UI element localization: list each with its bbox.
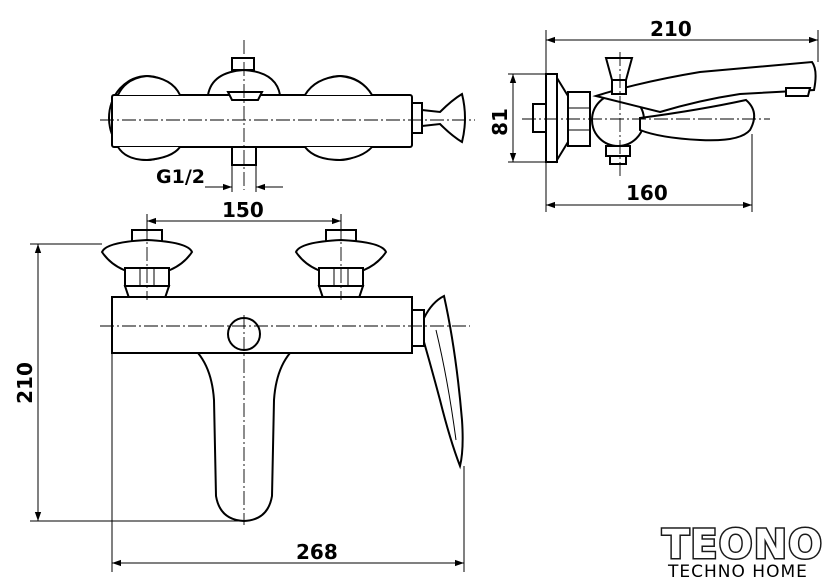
top-view-lever bbox=[421, 92, 466, 144]
front-view bbox=[30, 214, 470, 572]
dim-overall-height: 210 bbox=[13, 362, 37, 404]
top-view-body bbox=[111, 94, 413, 148]
svg-text:TECHNO HOME: TECHNO HOME bbox=[667, 562, 808, 582]
side-view-lever bbox=[639, 98, 756, 142]
teono-logo: TEONO TECHNO HOME bbox=[661, 521, 824, 583]
front-view-lever bbox=[423, 294, 464, 470]
thread-label: G1/2 bbox=[156, 166, 205, 188]
dim-inlet-spacing: 150 bbox=[222, 198, 264, 222]
dim-side-height: 81 bbox=[488, 108, 512, 136]
side-view-spout bbox=[592, 60, 817, 114]
front-view-body bbox=[111, 296, 413, 354]
dim-overall-width: 268 bbox=[296, 540, 338, 564]
side-view bbox=[508, 30, 819, 212]
svg-text:TEONO: TEONO bbox=[662, 522, 823, 568]
dim-side-width: 210 bbox=[650, 17, 692, 41]
dim-side-depth: 160 bbox=[626, 181, 668, 205]
top-view bbox=[100, 40, 475, 192]
